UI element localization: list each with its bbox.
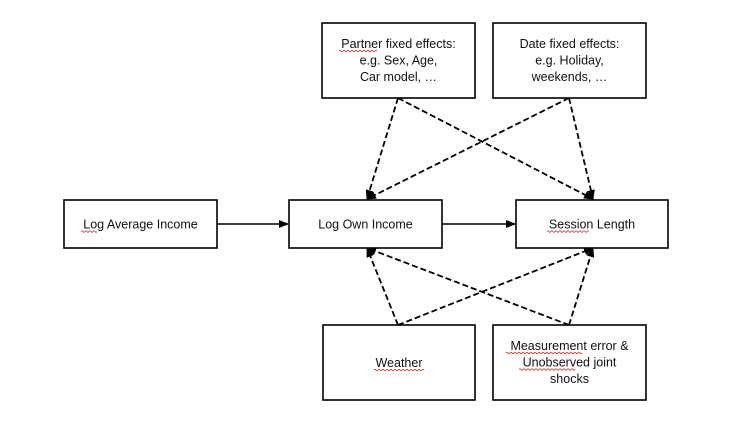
node-label-line: shocks	[550, 372, 589, 386]
nodes-layer: Log Average Income Log Own Income Sessio…	[63, 22, 669, 401]
node-label-line: Log Average Income	[83, 218, 197, 232]
node-session-length: Session Length	[515, 199, 669, 249]
node-partner-fixed-effects: Partner fixed effects: e.g. Sex, Age, Ca…	[321, 22, 476, 99]
node-label-line: Partner fixed effects:	[341, 37, 455, 51]
node-label-line: e.g. Holiday,	[535, 54, 604, 68]
spellcheck-underline	[373, 368, 425, 372]
edges-layer	[217, 97, 595, 326]
spellcheck-underline	[546, 230, 590, 233]
edge-measurement-error-to-log-own-income	[366, 247, 570, 326]
node-label-line: Weather	[375, 356, 422, 370]
edge-measurement-error-to-session-length	[568, 247, 595, 326]
node-label-line: e.g. Sex, Age,	[360, 54, 438, 68]
edge-weather-to-session-length	[397, 247, 594, 326]
node-label-line: Log Own Income	[318, 218, 413, 232]
node-measurement-error: Measurement error & Unobserved joint sho…	[492, 324, 647, 401]
node-log-own-income: Log Own Income	[288, 199, 443, 249]
spellcheck-underline	[338, 49, 378, 53]
spellcheck-underline	[505, 351, 583, 355]
node-label-line: Session Length	[549, 218, 635, 232]
spellcheck-underline	[80, 230, 98, 233]
node-label-line: Unobserved joint	[523, 356, 617, 370]
edge-date-fixed-effects-to-log-own-income	[366, 97, 570, 200]
edge-weather-to-log-own-income	[366, 247, 399, 326]
node-log-average-income: Log Average Income	[63, 199, 218, 249]
edge-partner-fixed-effects-to-session-length	[397, 97, 594, 200]
edge-date-fixed-effects-to-session-length	[568, 97, 595, 200]
edge-partner-fixed-effects-to-log-own-income	[365, 97, 399, 200]
node-label-line: Car model, …	[360, 70, 437, 84]
node-label-line: Date fixed effects:	[520, 37, 620, 51]
node-label-line: weekends, …	[531, 70, 608, 84]
node-label-line: Measurement error &	[510, 339, 629, 353]
node-weather: Weather	[322, 324, 476, 401]
node-date-fixed-effects: Date fixed effects: e.g. Holiday, weeken…	[492, 22, 647, 99]
spellcheck-underline	[518, 368, 576, 371]
